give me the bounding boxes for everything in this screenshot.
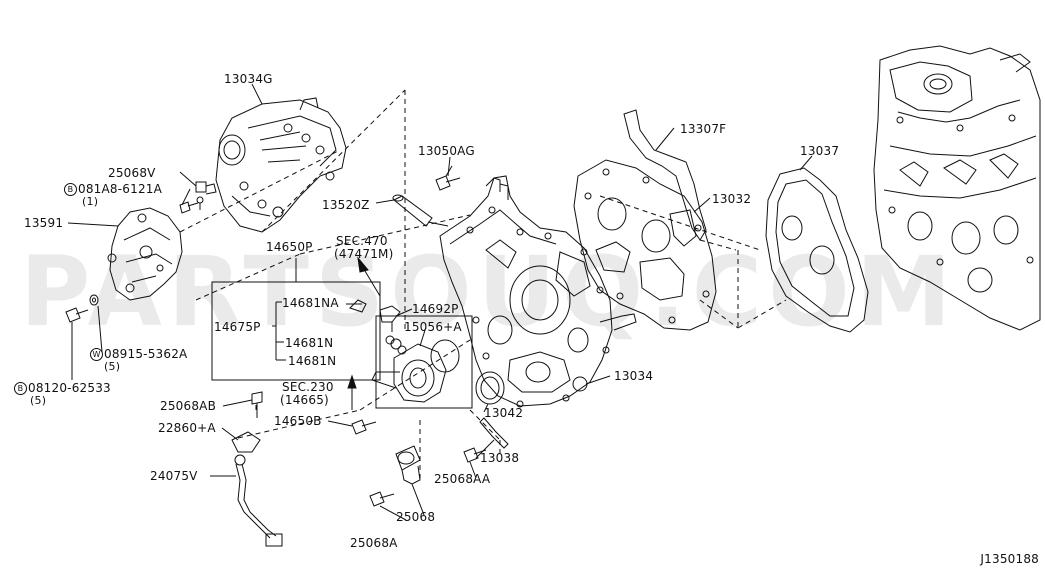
label-13038[interactable]: 13038 [480,451,520,465]
w-circle-icon: W [90,348,103,361]
dashed-leaders [179,89,787,480]
label-14681n-a[interactable]: 14681N [285,336,334,350]
label-sec470[interactable]: SEC.470 [336,234,388,248]
leader-lines [67,83,813,521]
gasket-13307f [623,109,707,241]
label-13591[interactable]: 13591 [24,216,64,230]
label-08915-qty: (5) [104,360,121,373]
tube-13520z [392,194,449,227]
label-08120-text: 08120-62533 [28,381,111,395]
label-25068v[interactable]: 25068V [108,166,156,180]
label-13042[interactable]: 13042 [484,406,524,420]
front-timing-cover-13034 [439,175,637,408]
engine-block [873,45,1041,331]
bolt-08120 [65,307,89,323]
label-13037[interactable]: 13037 [800,144,840,158]
b-circle-icon: B [14,382,27,395]
washer-08915 [89,294,99,306]
label-13032[interactable]: 13032 [712,192,752,206]
bolt-25068a [369,491,395,507]
bolt-13050ag [435,165,461,191]
diagram-id: J1350188 [980,552,1039,566]
label-081a8-text: 081A8-6121A [78,182,163,196]
label-13034g[interactable]: 13034G [224,72,273,86]
label-081a8-qty: (1) [82,195,99,208]
bolt-081a8 [179,201,199,214]
label-14650p[interactable]: 14650P [266,240,313,254]
label-sec470-ref: (47471M) [334,247,394,261]
label-13307f[interactable]: 13307F [680,122,727,136]
label-13520z[interactable]: 13520Z [322,198,370,212]
sensor-25068 [395,445,421,485]
label-25068a[interactable]: 25068A [350,536,398,550]
label-25068aa[interactable]: 25068AA [434,472,491,486]
label-22860a[interactable]: 22860+A [158,421,216,435]
label-14675p[interactable]: 14675P [214,320,261,334]
label-14681n-b[interactable]: 14681N [288,354,337,368]
vtc-assembly-box [211,258,473,409]
oil-seal-13042 [475,371,505,405]
label-14692p[interactable]: 14692P [412,302,459,316]
arrow-sec230 [347,374,357,410]
label-25068ab[interactable]: 25068AB [160,399,217,413]
label-08120-qty: (5) [30,394,47,407]
label-24075v[interactable]: 24075V [150,469,198,483]
label-15056a[interactable]: 15056+A [404,320,462,334]
b-circle-icon: B [64,183,77,196]
label-13034[interactable]: 13034 [614,369,654,383]
vtc-solenoid [346,299,460,403]
label-sec230[interactable]: SEC.230 [282,380,334,394]
label-14650b[interactable]: 14650B [274,414,322,428]
gasket-13038 [479,417,509,449]
label-25068[interactable]: 25068 [396,510,436,524]
label-08915-text: 08915-5362A [104,347,188,361]
upper-timing-cover-13034g [215,97,347,233]
label-13050ag[interactable]: 13050AG [418,144,475,158]
sensor-harness [231,431,283,547]
bolt-25068ab [251,391,263,418]
watermark: PARTSOUQ.COM [20,236,958,348]
gasket-13037 [765,167,869,333]
arrow-sec470 [357,256,381,297]
bracket-13591 [107,207,183,301]
label-sec230-ref: (14665) [280,393,329,407]
rear-plate-13032 [573,159,717,331]
bolt-14650b [351,419,377,435]
label-14681na[interactable]: 14681NA [282,296,339,310]
sensor-25068v [195,181,217,210]
